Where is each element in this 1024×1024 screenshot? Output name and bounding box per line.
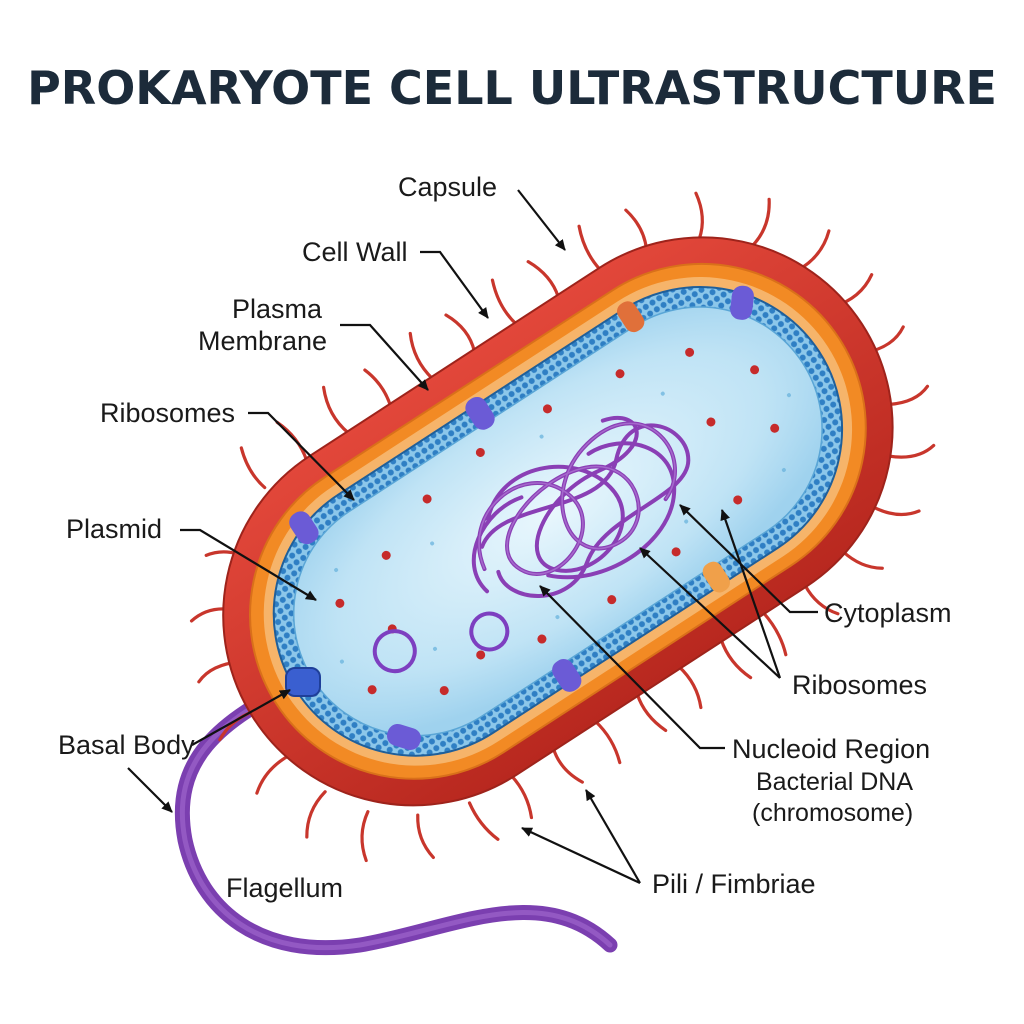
plasmid-ring (469, 611, 510, 652)
diagram-title: PROKARYOTE CELL ULTRASTRUCTURE (27, 61, 997, 115)
capsule-leader (517, 189, 566, 251)
label-basal-body: Basal Body (58, 730, 195, 760)
label-ribosomes-right: Ribosomes (792, 670, 927, 700)
pili-leader-1 (521, 827, 641, 884)
flagellum-leader (127, 767, 173, 813)
ribosomes-right-leader-2 (639, 547, 781, 679)
label-plasma-membrane-line2: Membrane (198, 326, 327, 356)
label-nucleoid-region: Nucleoid Region (732, 734, 930, 764)
pili-leader-2 (585, 789, 641, 884)
label-plasmid: Plasmid (66, 514, 162, 544)
leader-lines (127, 189, 818, 884)
label-plasma-membrane-line1: Plasma (232, 294, 323, 324)
ribosomes-group (335, 347, 780, 696)
label-capsule: Capsule (398, 172, 497, 202)
label-ribosomes-left: Ribosomes (100, 398, 235, 428)
pili-group (189, 191, 936, 863)
label-pili: Pili / Fimbriae (652, 869, 816, 899)
label-cytoplasm: Cytoplasm (824, 598, 952, 628)
labels: Capsule Cell Wall Plasma Membrane Riboso… (58, 172, 952, 903)
plasmid-ring (372, 629, 417, 674)
membrane-proteins (289, 285, 754, 750)
plasmid-leader (180, 528, 317, 601)
plasma-membrane-leader (340, 323, 429, 391)
cell-wall-leader (420, 250, 489, 319)
basal-body-leader (191, 689, 291, 746)
label-cell-wall: Cell Wall (302, 237, 408, 267)
label-chromosome: (chromosome) (752, 799, 913, 827)
ribosomes-left-leader (248, 411, 355, 501)
basal-body-shape (285, 667, 321, 697)
label-flagellum: Flagellum (226, 873, 343, 903)
nucleoid-leader (539, 585, 725, 750)
cytoplasm-leader (679, 504, 818, 614)
label-bacterial-dna: Bacterial DNA (756, 768, 913, 796)
bacterium-cell (189, 191, 936, 863)
ribosomes-right-leader-1 (720, 509, 782, 679)
